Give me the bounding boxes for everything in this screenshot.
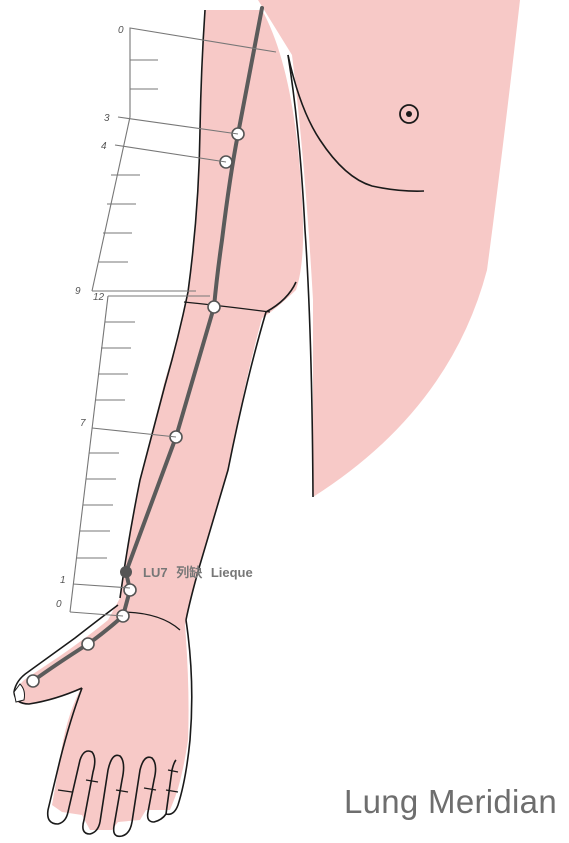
lower-ruler-label-1: 1 xyxy=(60,575,66,586)
upper-ruler-label-0: 0 xyxy=(118,25,124,36)
acupoint xyxy=(27,675,39,687)
page-title: Lung Meridian xyxy=(344,783,557,821)
upper-ruler-label-4: 4 xyxy=(101,141,107,152)
acupoint xyxy=(82,638,94,650)
lu7-code: LU7 xyxy=(143,565,168,580)
lu7-label: LU7 列缺 Lieque xyxy=(143,565,253,580)
upper-ruler-label-3: 3 xyxy=(104,113,110,124)
lower-ruler-label-0: 0 xyxy=(56,599,62,610)
upper-ruler-label-9: 9 xyxy=(75,286,81,297)
highlight-point-lu7 xyxy=(120,566,132,578)
acupoint xyxy=(208,301,220,313)
lower-ruler-label-7: 7 xyxy=(80,418,86,429)
lower-ruler-label-12: 12 xyxy=(93,292,105,303)
lu7-pinyin: Lieque xyxy=(211,565,253,580)
lu7-chinese: 列缺 xyxy=(176,565,203,580)
arm xyxy=(15,10,303,830)
acupoint xyxy=(124,584,136,596)
